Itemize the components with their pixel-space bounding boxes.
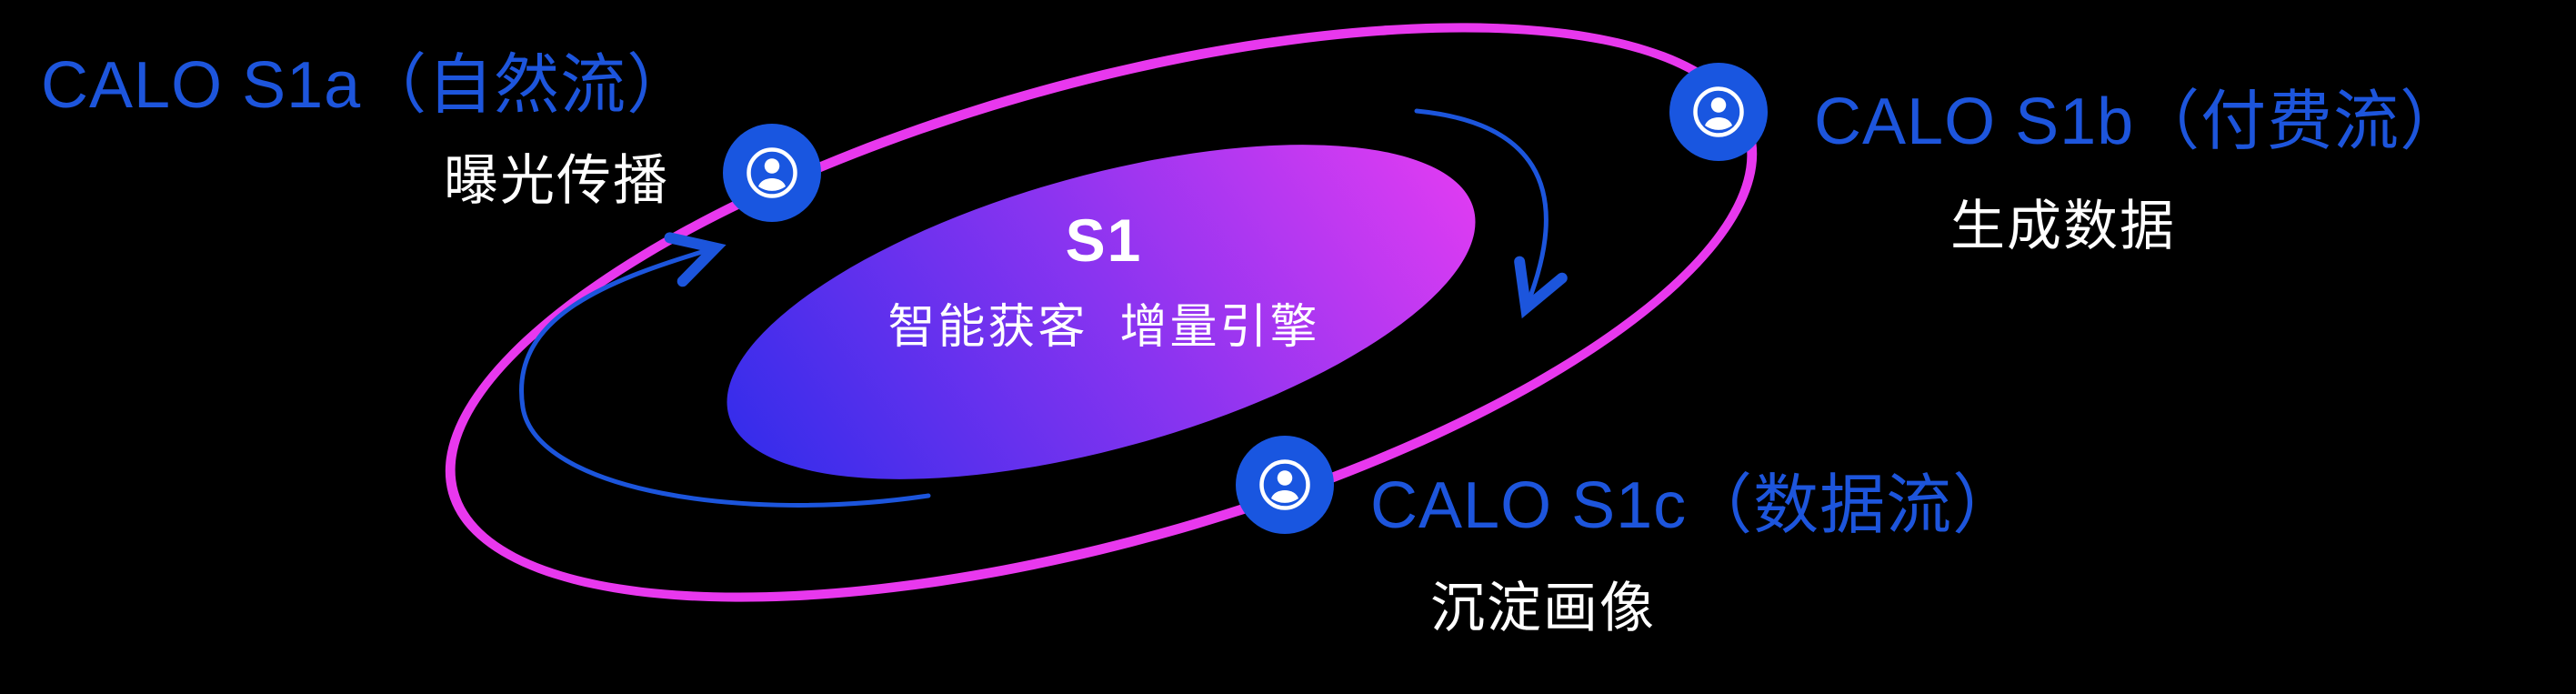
user-icon	[1236, 436, 1334, 534]
node-s1b-sublabel: 生成数据	[1950, 196, 2176, 256]
user-icon	[723, 124, 821, 222]
user-icon	[1669, 63, 1768, 161]
center-text-block: S1 智能获客 增量引擎	[831, 207, 1377, 357]
node-s1c-label: CALO S1c（数据流）	[1370, 469, 2020, 542]
node-s1a-sublabel: 曝光传播	[444, 150, 669, 211]
node-s1b-label: CALO S1b（付费流）	[1814, 85, 2467, 158]
center-subtitle: 智能获客 增量引擎	[887, 300, 1320, 354]
node-s1c-sublabel: 沉淀画像	[1430, 578, 1656, 639]
center-title: S1	[1065, 206, 1143, 274]
node-s1a-label: CALO S1a（自然流）	[41, 49, 694, 122]
